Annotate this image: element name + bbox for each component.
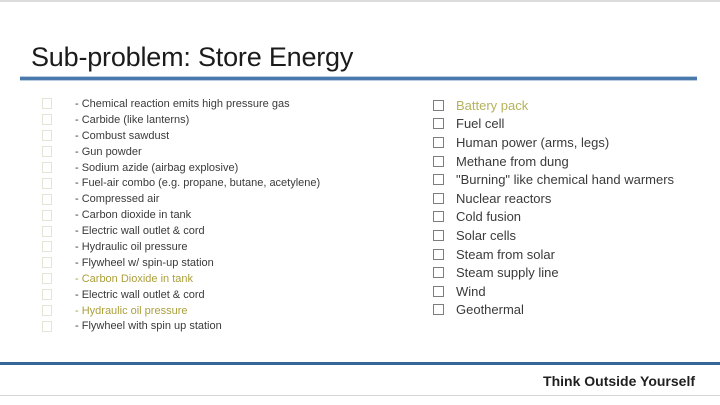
faint-checkbox-icon (42, 305, 52, 317)
list-item-label: - Gun powder (75, 145, 142, 158)
list-item-label: Steam supply line (456, 265, 559, 281)
list-item-label: - Carbide (like lanterns) (75, 113, 190, 126)
bottom-hairline (0, 395, 720, 396)
brainstorm-list: - Chemical reaction emits high pressure … (42, 96, 392, 334)
faint-checkbox-icon (42, 98, 52, 110)
list-item: - Flywheel w/ spin-up station (42, 255, 392, 271)
checkbox-icon[interactable] (433, 99, 444, 111)
list-item: "Burning" like chemical hand warmers (433, 170, 713, 189)
checkbox-icon[interactable] (433, 248, 444, 260)
list-item-label: Fuel cell (456, 116, 505, 132)
checkbox-icon[interactable] (433, 229, 444, 241)
list-item-label: - Chemical reaction emits high pressure … (75, 97, 290, 110)
list-item-label: Methane from dung (456, 153, 569, 169)
faint-checkbox-icon (42, 289, 52, 301)
faint-checkbox-icon (42, 193, 52, 205)
list-item-label: - Fuel-air combo (e.g. propane, butane, … (75, 177, 321, 190)
list-item: - Compressed air (42, 191, 392, 207)
faint-checkbox-icon (42, 225, 52, 237)
title-underline (20, 77, 697, 80)
list-item: - Combust sawdust (42, 128, 392, 144)
faint-checkbox-icon (42, 257, 52, 269)
list-item-label: - Flywheel w/ spin-up station (75, 256, 214, 269)
faint-checkbox-icon (42, 162, 52, 173)
footer-tagline: Think Outside Yourself (543, 373, 695, 389)
checkbox-icon[interactable] (433, 267, 444, 279)
list-item: - Sodium azide (airbag explosive) (42, 160, 392, 176)
faint-checkbox-icon (42, 130, 52, 142)
list-item-label: Wind (456, 283, 486, 299)
list-item: Nuclear reactors (433, 189, 713, 208)
list-item-label: - Flywheel with spin up station (75, 320, 222, 333)
checkbox-icon[interactable] (433, 285, 444, 297)
list-item: Cold fusion (433, 208, 713, 227)
faint-checkbox-icon (42, 241, 52, 253)
list-item: - Chemical reaction emits high pressure … (42, 96, 392, 112)
faint-checkbox-icon (42, 146, 52, 158)
checkbox-icon[interactable] (433, 192, 444, 204)
checkbox-icon[interactable] (433, 211, 444, 223)
checkbox-icon[interactable] (433, 155, 444, 167)
list-item: Methane from dung (433, 152, 713, 171)
list-item-label: - Sodium azide (airbag explosive) (75, 161, 239, 174)
list-item: Wind (433, 282, 713, 301)
page-title: Sub-problem: Store Energy (31, 42, 354, 72)
list-item-label: - Carbon dioxide in tank (75, 209, 192, 222)
list-item-label: "Burning" like chemical hand warmers (456, 172, 675, 188)
list-item: - Hydraulic oil pressure (42, 303, 392, 319)
top-hairline (0, 0, 720, 2)
list-item: Geothermal (433, 301, 713, 320)
faint-checkbox-icon (42, 177, 52, 189)
list-item-label: - Hydraulic oil pressure (75, 304, 188, 317)
faint-checkbox-icon (42, 114, 52, 126)
list-item: Steam from solar (433, 245, 713, 264)
list-item: - Flywheel with spin up station (42, 318, 392, 334)
list-item-label: - Combust sawdust (75, 129, 170, 142)
checkbox-icon[interactable] (433, 118, 444, 130)
list-item-label: - Hydraulic oil pressure (75, 240, 188, 253)
list-item-label: Battery pack (456, 97, 529, 113)
list-item: - Carbon dioxide in tank (42, 207, 392, 223)
list-item: Solar cells (433, 226, 713, 245)
list-item: - Electric wall outlet & cord (42, 223, 392, 239)
list-item-label: - Electric wall outlet & cord (75, 225, 205, 238)
list-item-label: Geothermal (456, 302, 524, 318)
list-item: Battery pack (433, 96, 713, 115)
checkbox-icon[interactable] (433, 174, 444, 186)
faint-checkbox-icon (42, 273, 52, 285)
faint-checkbox-icon (42, 209, 52, 221)
list-item: - Fuel-air combo (e.g. propane, butane, … (42, 175, 392, 191)
list-item: - Electric wall outlet & cord (42, 287, 392, 303)
list-item: Fuel cell (433, 115, 713, 134)
list-item-label: Human power (arms, legs) (456, 134, 610, 150)
list-item-label: - Electric wall outlet & cord (75, 288, 205, 301)
list-item-label: - Carbon Dioxide in tank (75, 272, 194, 285)
list-item: - Carbon Dioxide in tank (42, 271, 392, 287)
list-item: - Carbide (like lanterns) (42, 112, 392, 128)
list-item: Human power (arms, legs) (433, 133, 713, 152)
faint-checkbox-icon (42, 320, 52, 332)
list-item: Steam supply line (433, 263, 713, 282)
checkbox-icon[interactable] (433, 304, 444, 316)
list-item-label: - Compressed air (75, 193, 160, 206)
list-item-label: Nuclear reactors (456, 190, 552, 206)
list-item-label: Solar cells (456, 227, 516, 243)
checkbox-icon[interactable] (433, 136, 444, 148)
list-item: - Hydraulic oil pressure (42, 239, 392, 255)
footer-line (0, 362, 720, 365)
list-item: - Gun powder (42, 144, 392, 160)
list-item-label: Cold fusion (456, 209, 522, 225)
list-item-label: Steam from solar (456, 246, 555, 262)
energy-options-checklist: Battery pack Fuel cell Human power (arms… (433, 96, 713, 319)
